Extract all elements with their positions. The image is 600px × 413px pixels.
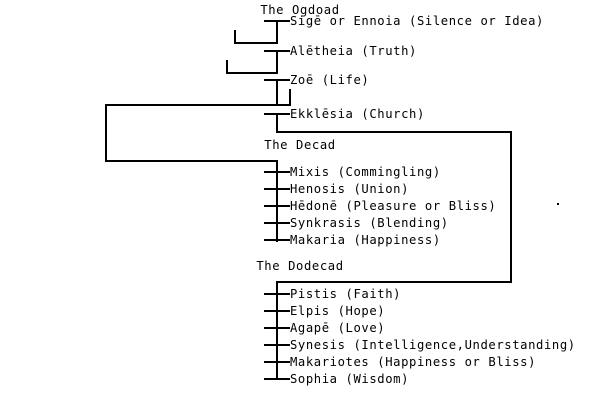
aeon-right-label: Alētheia (Truth): [290, 44, 417, 58]
scan-speck: [557, 203, 559, 205]
connector-vertical: [276, 50, 278, 74]
aeon-right-label: Synesis (Intelligence,Understanding): [290, 338, 576, 352]
connector-rung: [264, 188, 290, 190]
connector-spine: [276, 160, 278, 242]
connector-vertical: [234, 30, 236, 43]
aeon-pair-row: Bythios (Deep) Mixis (Commingling): [0, 164, 440, 181]
aeon-right-label: Elpis (Hope): [290, 304, 386, 318]
aeon-right-label: Pistis (Faith): [290, 287, 402, 301]
aeon-pair-row: Patrikos (Paternal) Elpis (Hope): [0, 303, 385, 320]
connector-rung: [264, 222, 290, 224]
connector-rung: [264, 327, 290, 329]
aeon-right-label: Henosis (Union): [290, 182, 410, 196]
connector-vertical: [289, 89, 291, 106]
connector-rung: [264, 205, 290, 207]
connector-spine: [276, 281, 278, 379]
connector-rung: [264, 378, 290, 380]
connector-rung: [264, 310, 290, 312]
connector-rung: [264, 293, 290, 295]
connector-rung: [264, 344, 290, 346]
aeon-right-label: Agapē (Love): [290, 321, 386, 335]
connector-horizontal: [226, 72, 278, 74]
section-heading-ogdoad: The Ogdoad: [260, 3, 340, 17]
connector-vertical: [276, 113, 278, 133]
section-heading-dodecad: The Dodecad: [256, 259, 344, 273]
aeon-right-label: Makariotes (Happiness or Bliss): [290, 355, 537, 369]
connector-rung: [264, 239, 290, 241]
aeon-right-label: Zoē (Life): [290, 73, 370, 87]
aeon-pair-row: Nous (Mind) Alētheia (Truth): [0, 43, 416, 60]
aeon-pair-row: Bythos (Depth or Profundity) Sigē or Enn…: [0, 13, 543, 30]
aeon-right-label: Makaria (Happiness): [290, 233, 441, 247]
connector-rung: [264, 171, 290, 173]
aeon-right-label: Mixis (Commingling): [290, 165, 441, 179]
connector-horizontal: [105, 104, 291, 106]
aeon-pair-row: Paraklētos (Comforter or Helper) Pistis …: [0, 286, 401, 303]
connector-vertical: [276, 79, 278, 106]
connector-vertical: [276, 20, 278, 44]
section-heading-decad: The Decad: [264, 138, 336, 152]
aeon-pair-row: Ekklēsiastikos (Ecclesiastical) Makariot…: [0, 354, 535, 371]
connector-rung: [264, 361, 290, 363]
aeon-pair-row: Thelētos (Willed or Longed-For) Sophia (…: [0, 371, 408, 388]
aeon-pair-row: Agēratos (Unageing or Undecaying) Henosi…: [0, 181, 408, 198]
aeon-pair-row: Anthrōpos (Man) Ekklēsia (Church): [0, 106, 424, 123]
aeon-pair-row: Ainos (Praise or Ever-Lasting) Synesis (…: [0, 337, 575, 354]
connector-horizontal: [234, 42, 278, 44]
aeon-pair-row: Mētrikos (Maternal) Agapē (Love): [0, 320, 385, 337]
aeon-pair-row: Autophuēs (Self-Existent) Hēdonē (Pleasu…: [0, 198, 496, 215]
aeon-pair-row: Akinētos (Immovable) Synkrasis (Blending…: [0, 215, 448, 232]
aeon-right-label: Sophia (Wisdom): [290, 372, 410, 386]
connector-vertical: [226, 60, 228, 73]
aeon-right-label: Synkrasis (Blending): [290, 216, 449, 230]
aeon-right-label: Sigē or Ennoia (Silence or Idea): [290, 14, 544, 28]
connector-vertical: [105, 104, 107, 162]
connector-vertical: [510, 131, 512, 283]
connector-horizontal: [105, 160, 278, 162]
aeon-pair-row: Monogenēs (Only-Begotten) Makaria (Happi…: [0, 232, 440, 249]
connector-horizontal: [278, 281, 512, 283]
aeon-right-label: Hēdonē (Pleasure or Bliss): [290, 199, 497, 213]
aeon-right-label: Ekklēsia (Church): [290, 107, 425, 121]
connector-horizontal: [276, 131, 512, 133]
aeon-pair-row: Logos (Word) Zoē (Life): [0, 72, 369, 89]
